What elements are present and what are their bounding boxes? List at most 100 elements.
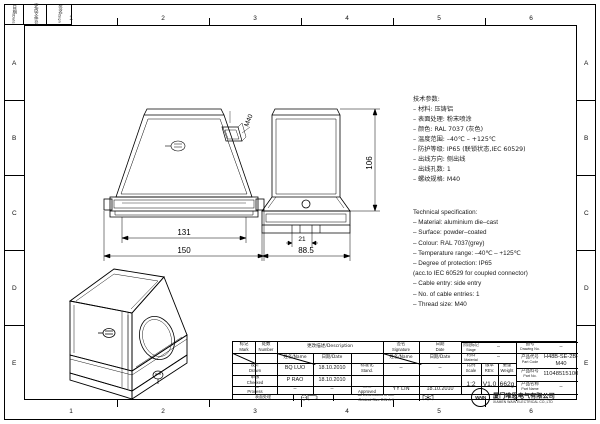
spec-en-line-2: – Colour: RAL 7037(grey): [413, 239, 485, 247]
frame-tick-right-A: A: [584, 60, 589, 67]
th-description: 更改描述/Description: [306, 344, 354, 350]
dimension-side-height: 106: [365, 156, 374, 170]
corner-stamp: 日期/Date 更改文件号 签名/Sign: [4, 3, 72, 25]
checked-date: 18.10.2010: [318, 376, 346, 383]
finish-label: 表面处理: [255, 394, 271, 400]
spec-cn-line-3: – 温度范围: –40℃ – +125℃: [413, 136, 496, 144]
isometric-view-drawing: [68, 268, 188, 400]
frame-tick-top-4: 4: [345, 15, 349, 22]
spec-en-line-7: – No. of cable entries: 1: [413, 290, 480, 298]
first-angle-projection-icon: [422, 394, 434, 401]
frame-tick-right-C: C: [584, 210, 589, 217]
frame-tick-left-A: A: [12, 60, 17, 67]
part-no-value: 1110485151005: [544, 371, 578, 378]
part-name-value: –: [559, 383, 563, 390]
spec-cn-line-1: – 表面处理: 粉末喷涂: [413, 116, 472, 124]
rev-value: V1.0: [482, 380, 497, 388]
spec-en-title: Technical specification:: [413, 209, 478, 216]
frame-tick-left-D: D: [12, 285, 17, 292]
frame-tick-left-C: C: [12, 210, 17, 217]
spec-cn-line-0: – 材料: 压铸铝: [413, 106, 454, 114]
company-name-en: XIAMEN WAIN ELECTRICAL CO.,LTD: [493, 400, 553, 404]
spec-cn-line-6: – 出线孔数: 1: [413, 166, 451, 174]
frame-tick-bottom-6: 6: [529, 408, 533, 415]
weight-value: 662g: [499, 380, 515, 388]
spec-en-line-4: – Degree of protection: IP65: [413, 259, 492, 267]
sheet-outer-frame: [4, 4, 596, 420]
dimensions-note: All Dimensions in mm Original Size DIN A…: [357, 394, 395, 401]
dimension-side-slot: 21: [298, 236, 306, 243]
frame-tick-bottom-4: 4: [345, 408, 349, 415]
th-date-left: 日期/Date: [321, 354, 343, 360]
title-block-grid: [232, 342, 578, 401]
checked-name: P RAO: [286, 376, 304, 383]
scale-value: 1:2: [466, 380, 476, 388]
frame-tick-left-E: E: [12, 360, 17, 367]
spec-en-line-1: – Surface: powder–coated: [413, 229, 487, 237]
side-view-drawing: 106 21 88.5: [261, 108, 380, 261]
wain-logo-icon: WAIN: [471, 388, 490, 407]
spec-cn-line-4: – 防护等级: IP65 (联锁状态,IEC 60529): [413, 146, 526, 154]
corner-stamp-label-sign: 签名/Sign: [57, 5, 63, 23]
drawn-name: BQ LUO: [284, 365, 306, 372]
front-view-drawing: M40 131 150: [103, 108, 265, 261]
frame-tick-bottom-5: 5: [437, 408, 441, 415]
frame-tick-top-3: 3: [253, 15, 257, 22]
th-date-right: 日期/Date: [429, 354, 451, 360]
frame-tick-bottom-1: 1: [69, 408, 73, 415]
corner-stamp-label-date: 日期/Date: [11, 4, 17, 24]
spec-block-english: Technical specification: – Material: alu…: [413, 208, 528, 310]
frame-tick-top-2: 2: [161, 15, 165, 22]
spec-en-line-8: – Thread size: M40: [413, 300, 467, 308]
part-code-value: H48B-SE-2B-M40: [544, 354, 578, 367]
spec-en-line-6: – Cable entry: side entry: [413, 280, 482, 288]
process-date: –: [330, 386, 334, 393]
dimension-thread-m40: M40: [243, 113, 254, 128]
company-logo: WAIN 厦门唯恩电气有限公司 XIAMEN WAIN ELECTRICAL C…: [471, 388, 555, 407]
drawn-date: 18.10.2010: [318, 365, 346, 372]
frame-tick-left-B: B: [12, 135, 17, 142]
frame-tick-right-E: E: [584, 360, 589, 367]
material-value: –: [497, 354, 500, 361]
frame-tick-right-B: B: [584, 135, 589, 142]
frame-tick-top-5: 5: [437, 15, 441, 22]
projection-symbol-icon: [301, 394, 318, 401]
spec-en-line-5: (acc.to IEC 60529 for coupled connector): [413, 270, 528, 278]
th-name-right: 姓名/Name: [389, 354, 413, 360]
frame-tick-bottom-2: 2: [161, 408, 165, 415]
spec-cn-line-2: – 颜色: RAL 7037 (灰色): [413, 126, 484, 134]
corner-stamp-cell-docno: 更改文件号: [24, 3, 48, 25]
corner-stamp-cell-date: 日期/Date: [4, 4, 24, 24]
dimension-side-width: 88.5: [298, 246, 314, 255]
spec-block-chinese: 技术参数: – 材料: 压铸铝 – 表面处理: 粉末喷涂 – 颜色: RAL 7…: [413, 95, 526, 185]
approved-name: YY LIN: [392, 386, 410, 393]
dimension-front-outer-width: 150: [177, 246, 191, 255]
spec-en-line-0: – Material: aluminium die–cast: [413, 219, 499, 227]
approved-date: 18.10.2010: [426, 386, 454, 393]
frame-tick-top-6: 6: [529, 15, 533, 22]
spec-cn-title: 技术参数:: [413, 96, 440, 103]
spec-cn-line-7: – 螺纹规格: M40: [413, 176, 461, 184]
process-name: –: [293, 386, 297, 393]
dimension-front-inner-width: 131: [177, 228, 191, 237]
